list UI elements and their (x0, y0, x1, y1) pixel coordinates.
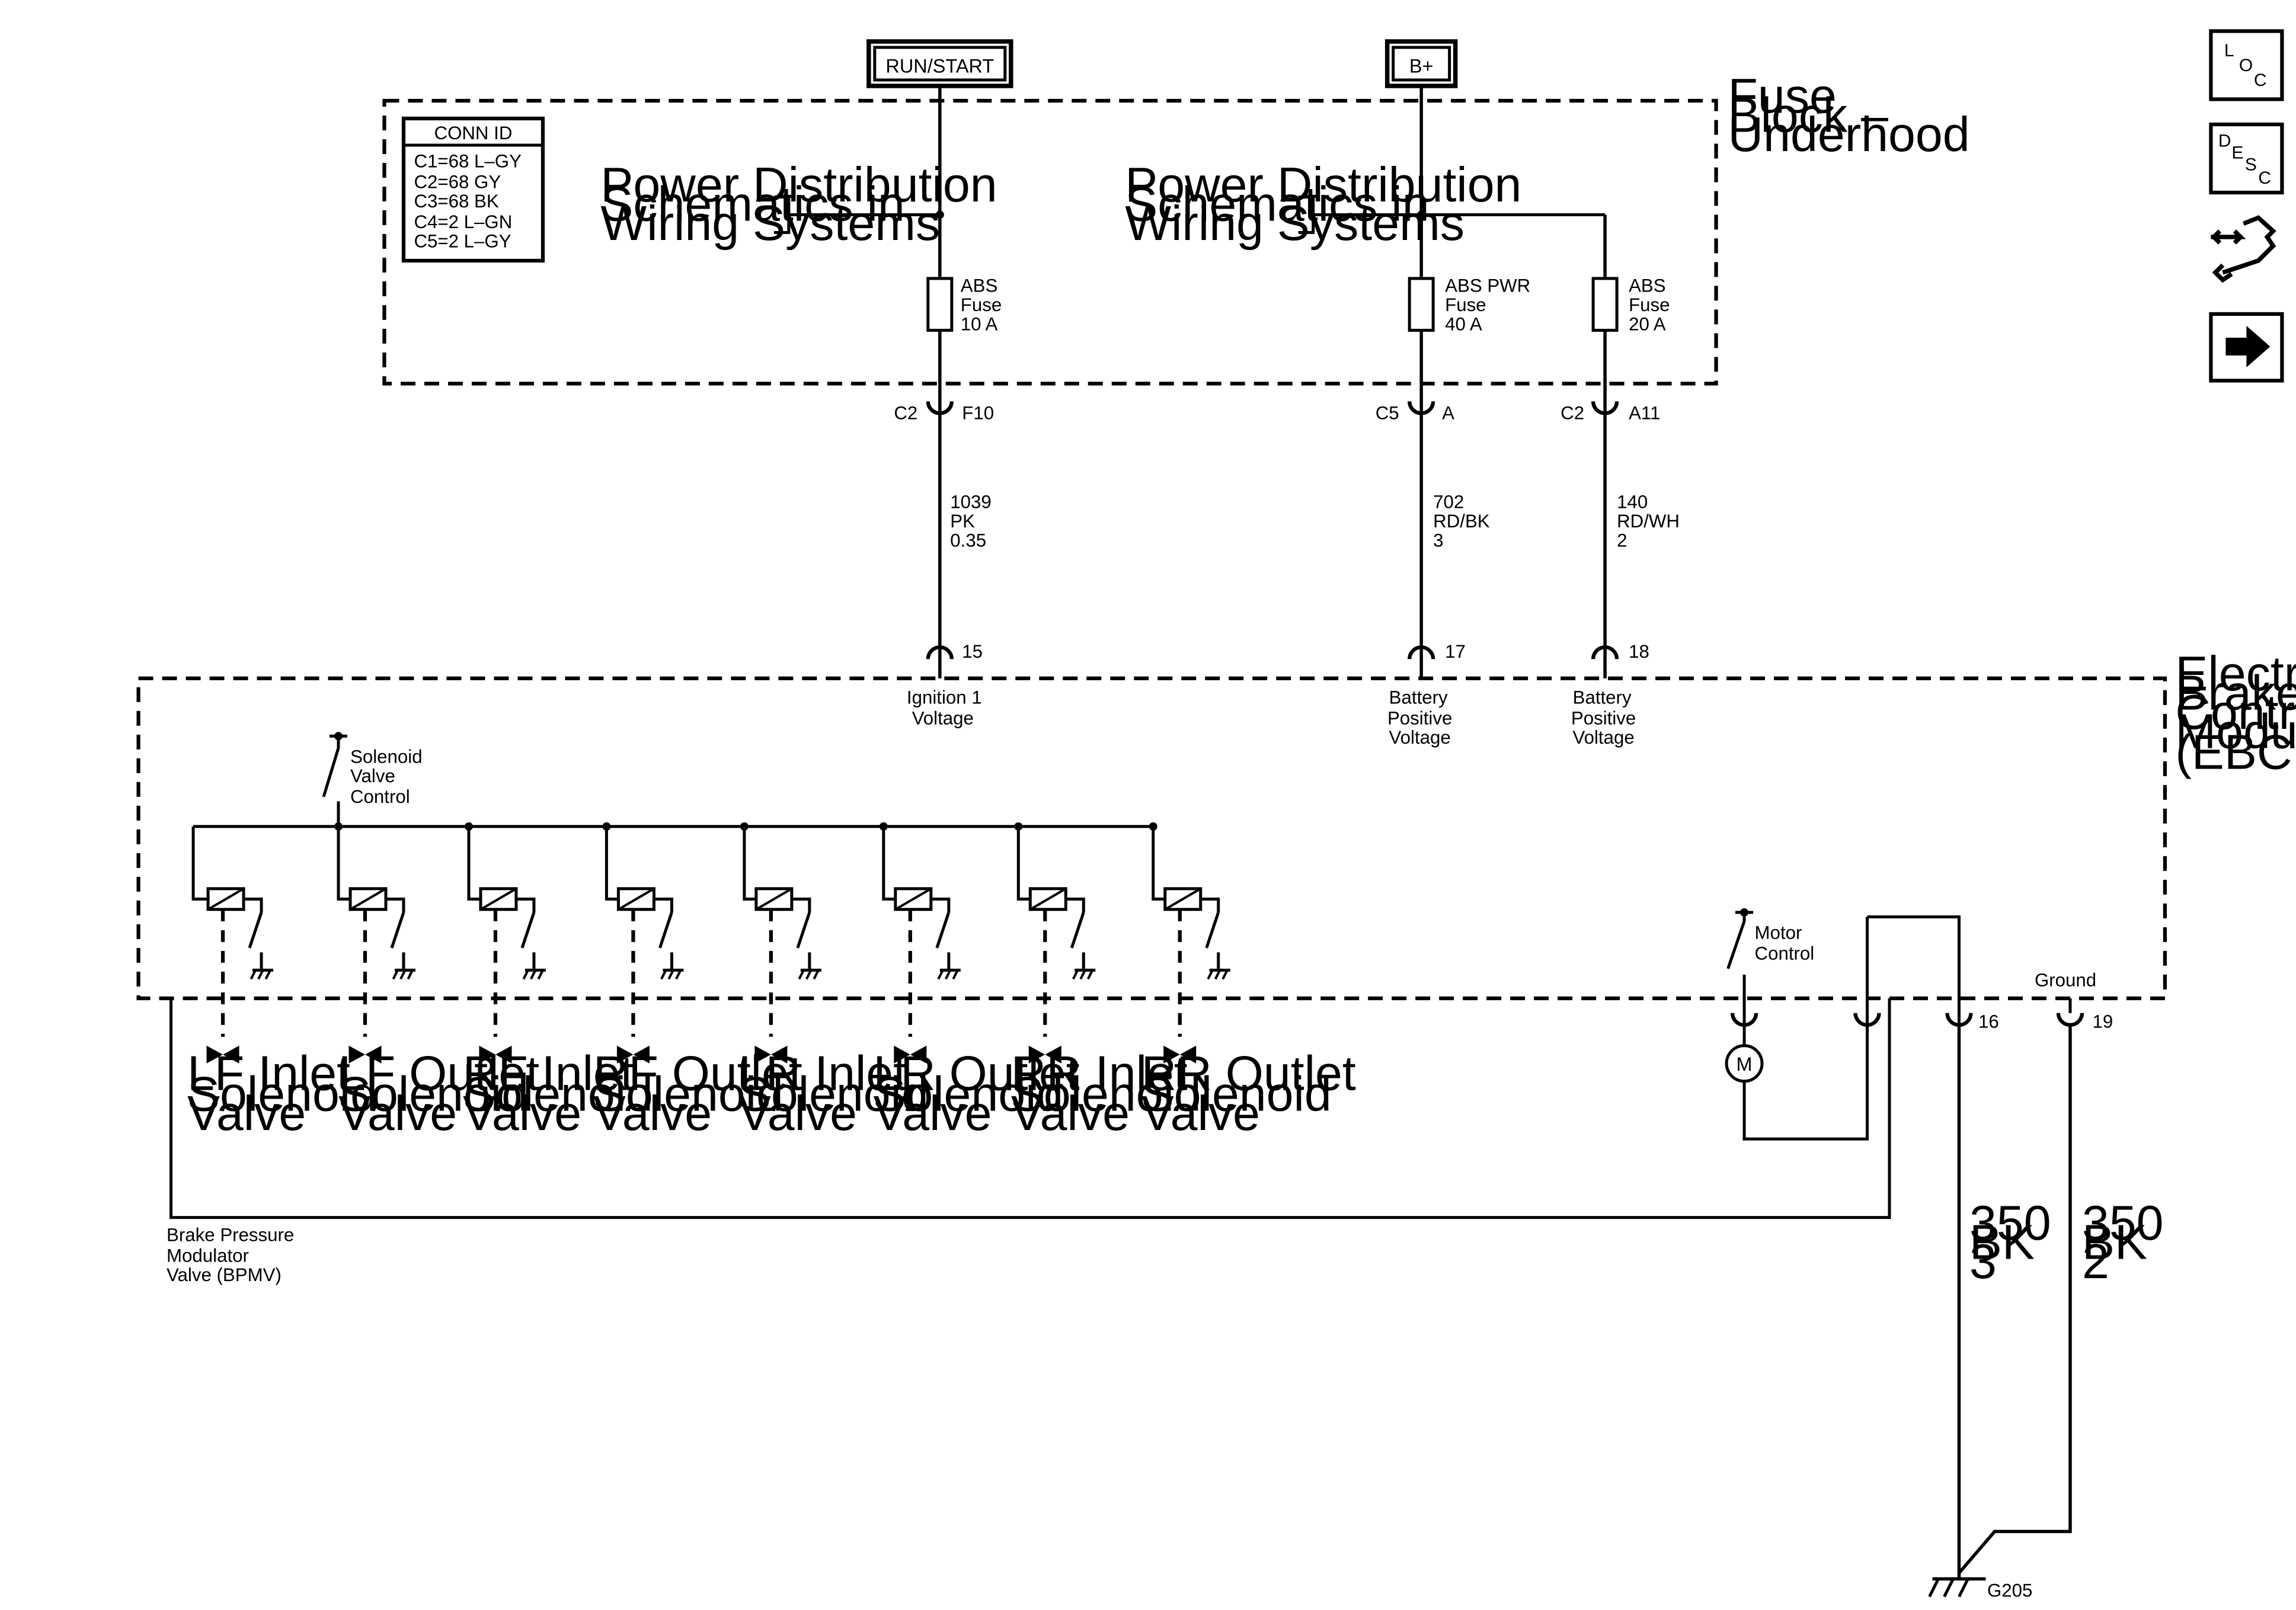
solenoid-lr-outlet (879, 822, 961, 1064)
svg-text:C5: C5 (1376, 402, 1399, 423)
b-plus-source: B+ (1384, 39, 1458, 88)
valve-label-rf-inlet: RF InletSolenoidValve (463, 1046, 653, 1141)
svg-text:C2: C2 (894, 402, 917, 423)
ebcm-pin-18: 18 (1591, 641, 1649, 678)
bpmv-outline (170, 998, 1891, 1219)
svg-text:19: 19 (2092, 1012, 2113, 1032)
desc-button[interactable]: D E S C (2209, 122, 2284, 195)
svg-text:C2: C2 (1560, 402, 1584, 423)
power-distribution-ref-left: Power DistributionSchematics inWiring Sy… (600, 158, 997, 251)
motor-return-connector (1853, 915, 1961, 1027)
motor-symbol: M (1737, 1054, 1753, 1075)
svg-text:Power DistributionSchematics i: Power DistributionSchematics inWiring Sy… (600, 158, 997, 251)
solenoid-lr-inlet (740, 822, 821, 1064)
pump-motor: M (1725, 1025, 1869, 1141)
ebcm-title: ElectronicBrakeControlModule(EBCM) (2175, 646, 2296, 779)
valve-label-rr-inlet: RR InletSolenoidValve (1011, 1046, 1201, 1141)
valve-label-rr-outlet: RR OutletSolenoidValve (1141, 1046, 1356, 1141)
solenoid-rf-outlet (602, 822, 684, 1064)
solenoid-rr-inlet (1014, 822, 1096, 1064)
ebcm-pin-15: 15 (926, 641, 983, 678)
power-distribution-ref-right: Power DistributionSchematics inWiring Sy… (1125, 158, 1607, 279)
loc-button[interactable]: L O C (2209, 29, 2284, 101)
svg-text:FuseBlock –Underhood: FuseBlock –Underhood (1728, 69, 1970, 162)
conn-id-title: CONN ID (434, 123, 513, 143)
svg-text:D: D (2218, 131, 2231, 151)
valve-labels: LF InletSolenoidValve LF OutletSolenoidV… (187, 1046, 1356, 1141)
valve-label-lr-outlet: LR OutletSolenoidValve (873, 1046, 1079, 1141)
svg-text:A11: A11 (1629, 402, 1660, 423)
svg-text:C: C (2254, 71, 2267, 90)
svg-text:18: 18 (1629, 641, 1649, 662)
conn-id-entries: C1=68 L–GY C2=68 GY C3=68 BK C4=2 L–GN C… (414, 151, 526, 251)
solenoid-rf-inlet (464, 822, 546, 1064)
svg-text:L: L (2224, 41, 2234, 60)
run-start-label: RUN/START (885, 55, 994, 76)
arrow-right-icon (2225, 325, 2271, 367)
ground-label: Ground (2035, 970, 2096, 991)
ground-g205: G205 (1928, 1577, 2032, 1601)
solenoid-array (191, 822, 1230, 1064)
solenoid-lf-inlet (191, 826, 274, 1064)
valve-label-lf-outlet: LF OutletSolenoidValve (338, 1046, 539, 1141)
next-button[interactable] (2209, 312, 2284, 383)
fuse-block-outline (382, 98, 1718, 386)
valve-label-rf-outlet: RF OutletSolenoidValve (593, 1046, 802, 1141)
svg-text:E: E (2231, 143, 2243, 162)
solenoid-rr-outlet (1149, 822, 1230, 1064)
conn-id-table: CONN ID C1=68 L–GY C2=68 GY C3=68 BK C4=… (401, 116, 545, 263)
connector-service-icon[interactable] (2211, 215, 2276, 283)
run-start-source: RUN/START (866, 39, 1013, 88)
b-plus-label: B+ (1409, 55, 1434, 76)
solenoid-lf-outlet (334, 822, 415, 1064)
svg-text:F10: F10 (962, 402, 994, 423)
motor-control-connector (1730, 1013, 1758, 1046)
valve-label-lf-inlet: LF InletSolenoidValve (187, 1046, 378, 1141)
fuse-block-title: FuseBlock –Underhood (1728, 69, 1970, 162)
svg-text:16: 16 (1978, 1012, 1999, 1032)
svg-text:S: S (2245, 155, 2257, 174)
valve-label-lr-inlet: LR InletSolenoidValve (738, 1046, 929, 1141)
svg-text:Power DistributionSchematics i: Power DistributionSchematics inWiring Sy… (1125, 158, 1521, 251)
ebcm-pin-17: 17 (1408, 641, 1466, 678)
ground-wire-label-3: 350BK3 (1969, 1196, 2051, 1289)
svg-text:O: O (2239, 56, 2253, 75)
connector-c2-f10: C2 F10 (894, 388, 994, 423)
ground-point-label: G205 (1987, 1580, 2032, 1601)
svg-text:17: 17 (1445, 641, 1466, 662)
connector-c5-a: C5 A (1376, 388, 1454, 423)
svg-text:ElectronicBrakeControlModule(E: ElectronicBrakeControlModule(EBCM) (2175, 646, 2296, 779)
ebcm-outline (136, 676, 2167, 1000)
svg-text:C: C (2258, 168, 2271, 188)
svg-text:A: A (1442, 402, 1454, 423)
ground-wire-labels: 350BK3 350BK2 (1969, 1196, 2164, 1289)
svg-text:15: 15 (962, 641, 983, 662)
connector-c2-a11: C2 A11 (1560, 388, 1660, 423)
ground-wire-label-2: 350BK2 (2082, 1196, 2164, 1289)
ground-pin-16: 16 (1945, 1012, 1999, 1579)
ground-pin-19: Ground 19 (1958, 970, 2113, 1574)
